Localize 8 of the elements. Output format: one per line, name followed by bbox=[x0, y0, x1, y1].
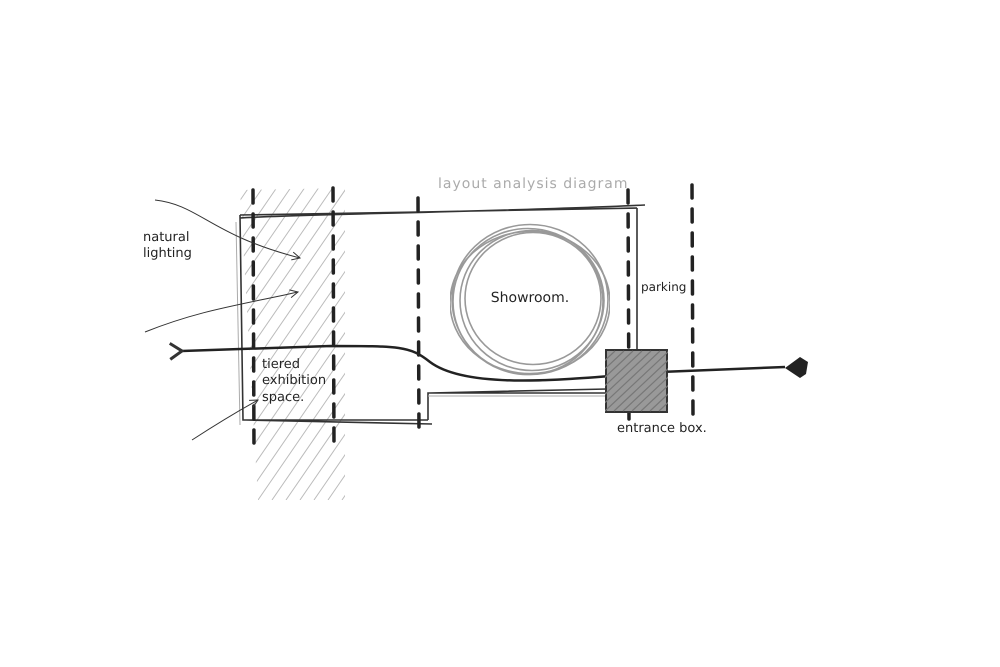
caption-label: entrance box. bbox=[617, 421, 707, 438]
entrance-box bbox=[605, 349, 668, 413]
zone-label: tiered exhibition space. bbox=[262, 357, 328, 406]
zone-label: parking bbox=[641, 280, 688, 295]
annotation-label: natural lighting bbox=[143, 230, 193, 262]
showroom-circle bbox=[450, 222, 610, 377]
diagram-title: layout analysis diagram bbox=[438, 176, 628, 194]
node-label: Showroom. bbox=[490, 290, 570, 307]
